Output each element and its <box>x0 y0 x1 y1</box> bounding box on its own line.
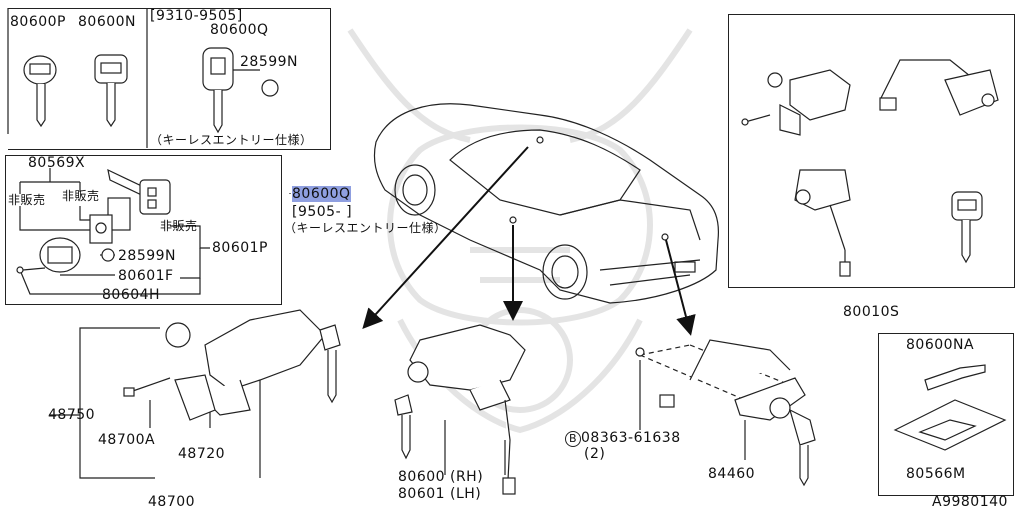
highlighted-part-number[interactable]: 80600Q <box>292 186 351 202</box>
part-label-80600p: 80600P <box>10 14 66 30</box>
callout-date-range: [9505- ] <box>292 204 353 220</box>
keyless-remote-box <box>5 155 282 305</box>
part-label-28599n: 28599N <box>118 248 177 264</box>
bolt-symbol: B <box>565 431 581 447</box>
part-label-48700: 48700 <box>148 494 196 510</box>
part-label-80601f: 80601F <box>118 268 174 284</box>
part-label-48700a: 48700A <box>98 432 156 448</box>
not-for-sale-label: 非販売 <box>160 219 198 233</box>
key-icon <box>23 55 57 128</box>
lock-set-box <box>728 14 1015 288</box>
date-range-label: [9310-9505] <box>150 8 243 24</box>
not-for-sale-label: 非販売 <box>8 193 46 207</box>
diagram-id: A9980140 <box>932 494 1008 510</box>
part-label-80569x: 80569X <box>28 155 86 171</box>
part-label-80600-rh: 80600 (RH) <box>398 469 484 485</box>
part-label-84460: 84460 <box>708 466 756 482</box>
highlighted-part-80600q[interactable]: 80600Q <box>292 186 351 202</box>
part-label-80604h: 80604H <box>102 287 161 303</box>
key-icon <box>893 364 1007 451</box>
part-label-80010s: 80010S <box>843 304 900 320</box>
part-label-28599n: 28599N <box>240 54 299 70</box>
ignition-lock-icon <box>741 59 999 277</box>
key-icon <box>94 54 128 128</box>
keyless-remote-icon <box>202 47 279 134</box>
part-label-80566m: 80566M <box>906 466 966 482</box>
part-label-80601-lh: 80601 (LH) <box>398 486 482 502</box>
bolt-quantity: (2) <box>584 446 606 462</box>
part-label-80600q: 80600Q <box>210 22 269 38</box>
car-icon <box>373 103 720 304</box>
part-label-80600n: 80600N <box>78 14 137 30</box>
key-variants-box <box>8 8 331 150</box>
part-label-80601p: 80601P <box>212 240 268 256</box>
not-for-sale-label: 非販売 <box>62 189 100 203</box>
part-label-80600na: 80600NA <box>906 337 975 353</box>
blank-key-box <box>878 333 1014 496</box>
trunk-lock-icon <box>635 339 816 487</box>
keyless-note: （キーレスエントリー仕様） <box>150 133 313 147</box>
callout-note: （キーレスエントリー仕様） <box>284 221 447 235</box>
part-label-48720: 48720 <box>178 446 226 462</box>
keyless-remote-icon <box>16 168 171 274</box>
door-lock-cylinder-icon <box>394 324 526 495</box>
ignition-lock-icon <box>123 309 341 421</box>
bolt-part-number: 08363-61638 <box>581 430 681 446</box>
part-label-48750: 48750 <box>48 407 96 423</box>
